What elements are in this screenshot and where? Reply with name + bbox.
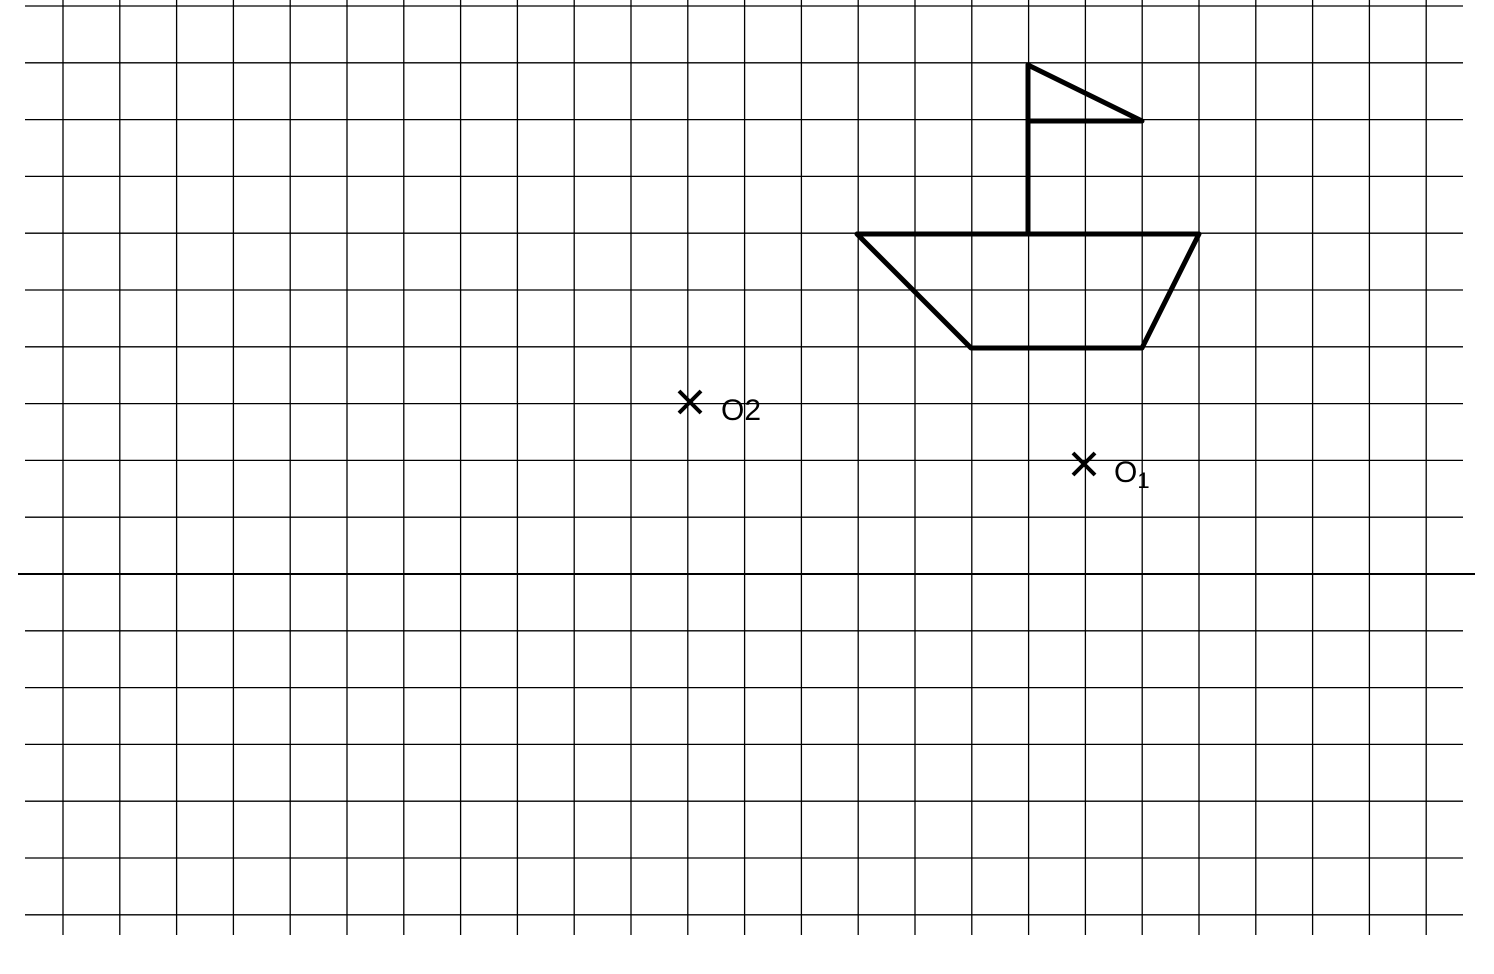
point-label-o1: O1: [1114, 456, 1150, 493]
boat-figure: [854, 62, 1202, 351]
cross-marker-icon: [677, 389, 703, 415]
point-o1: O1: [1071, 451, 1150, 493]
grid-lines: [18, 0, 1475, 935]
point-o2: O2: [677, 389, 761, 427]
cross-marker-icon: [1071, 451, 1097, 477]
boat-hull: [854, 231, 1202, 351]
point-label-o2: O2: [721, 394, 761, 427]
boat-flag: [1025, 62, 1145, 124]
